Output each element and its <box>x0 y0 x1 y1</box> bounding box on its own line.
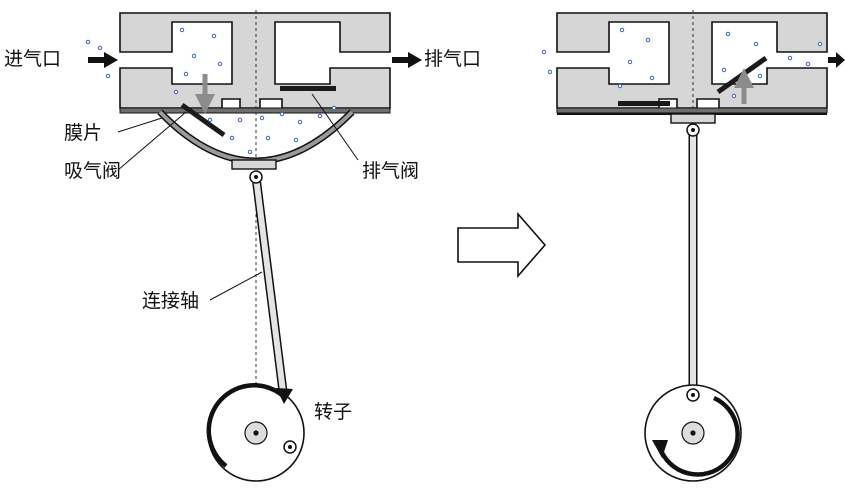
transition-arrow-icon <box>457 211 547 279</box>
outlet-label: 排气口 <box>424 48 482 70</box>
right-outlet-arrow <box>828 52 845 68</box>
right-gas-particles <box>541 27 823 99</box>
leader-connecting-rod <box>209 271 263 301</box>
left-exhaust-valve <box>280 86 336 91</box>
left-connector <box>231 159 277 170</box>
left-gas-particles <box>85 27 337 155</box>
exhaust-valve-label: 排气阀 <box>362 160 420 182</box>
right-pump <box>541 10 845 482</box>
right-pump-head <box>556 12 828 109</box>
leader-diaphragm <box>117 117 163 133</box>
left-pump-head <box>119 12 391 109</box>
diaphragm-label: 膜片 <box>64 122 103 144</box>
left-inlet-arrow <box>88 52 118 68</box>
right-rotation-arrow <box>657 395 740 477</box>
left-rotation-arrow <box>206 383 284 468</box>
right-connector <box>670 113 716 124</box>
left-pump <box>85 10 422 482</box>
right-base-plate <box>556 107 828 114</box>
intake-valve-label: 吸气阀 <box>64 160 122 182</box>
leader-intake-valve <box>117 111 187 171</box>
left-intake-valve <box>180 102 226 138</box>
leader-exhaust-valve <box>311 93 359 161</box>
connecting-rod-label: 连接轴 <box>142 290 200 312</box>
right-intake-valve <box>618 101 670 106</box>
left-base-plate <box>119 107 391 114</box>
inlet-label: 进气口 <box>4 48 62 70</box>
rotor-label: 转子 <box>314 401 353 423</box>
left-outlet-arrow <box>392 52 422 68</box>
